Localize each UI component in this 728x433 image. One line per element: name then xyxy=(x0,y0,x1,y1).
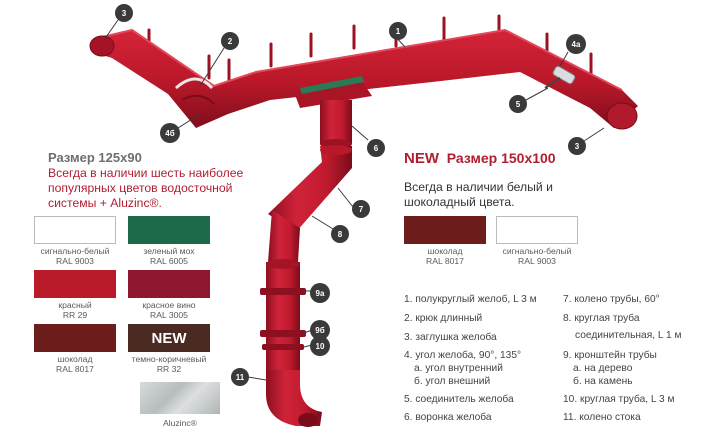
callout-11: 11 xyxy=(236,373,245,382)
gutter-run xyxy=(89,28,638,130)
swatch-chocolate-left xyxy=(34,324,116,352)
swatch-moss-green xyxy=(128,216,210,244)
downpipe xyxy=(260,100,352,427)
legend-item-8-cont: соединительная, L 1 м xyxy=(575,330,682,341)
gutter-hooks xyxy=(147,14,593,84)
callout-4b: 4б xyxy=(165,129,174,138)
swatch-label-aluzinc: Aluzinc® xyxy=(162,418,198,428)
swatch-dark-brown-new-badge: NEW xyxy=(128,324,210,352)
callout-9b: 9б xyxy=(315,326,324,335)
legend-item-10: 10. круглая труба, L 3 м xyxy=(563,394,675,405)
legend-item-4b: б. угол внешний xyxy=(414,376,491,387)
legend-item-9b: б. на камень xyxy=(573,376,633,387)
callout-9a: 9а xyxy=(316,289,325,298)
swatch-chocolate-right xyxy=(404,216,486,244)
legend-item-3: 3. заглушка желоба xyxy=(404,332,497,343)
callout-numbers: 3 2 1 4а 5 3 4б 6 7 8 9а 9б 10 11 xyxy=(122,9,581,382)
callout-3-right: 3 xyxy=(575,142,580,151)
legend-item-2: 2. крюк длинный xyxy=(404,313,483,324)
callout-3-left: 3 xyxy=(122,9,127,18)
swatch-signal-white-right xyxy=(496,216,578,244)
legend-item-7: 7. колено трубы, 60° xyxy=(563,294,660,305)
right-availability-text: Всегда в наличии белый и шоколадный цвет… xyxy=(404,180,553,209)
callout-6: 6 xyxy=(374,144,379,153)
swatch-signal-white-left xyxy=(34,216,116,244)
callout-10: 10 xyxy=(316,342,325,351)
legend-item-9a: а. на дерево xyxy=(573,363,633,374)
swatch-red xyxy=(34,270,116,298)
left-availability-text: Всегда в наличии шесть наиболее популярн… xyxy=(48,166,244,210)
legend-item-4a: а. угол внутренний xyxy=(414,363,503,374)
swatch-aluzinc xyxy=(140,382,220,414)
swatch-wine-red xyxy=(128,270,210,298)
legend-item-8: 8. круглая труба xyxy=(563,313,640,324)
legend-item-9: 9. кронштейн трубы xyxy=(563,350,657,361)
legend-item-4: 4. угол желоба, 90°, 135° xyxy=(404,350,522,361)
right-size-heading: NEW Размер 150x100 xyxy=(404,150,556,167)
callout-markers xyxy=(115,4,586,386)
left-size-heading: Размер 125x90 xyxy=(48,150,142,165)
legend-item-11: 11. колено стока xyxy=(563,412,641,423)
callout-7: 7 xyxy=(359,205,364,214)
callout-4a: 4а xyxy=(572,40,581,49)
legend-item-5: 5. соединитель желоба xyxy=(404,394,514,405)
callout-5: 5 xyxy=(516,100,521,109)
callout-1: 1 xyxy=(396,27,401,36)
legend-item-1: 1. полукруглый желоб, L 3 м xyxy=(404,294,537,305)
legend-item-6: 6. воронка желоба xyxy=(404,412,492,423)
callout-8: 8 xyxy=(338,230,343,239)
callout-2: 2 xyxy=(228,37,233,46)
